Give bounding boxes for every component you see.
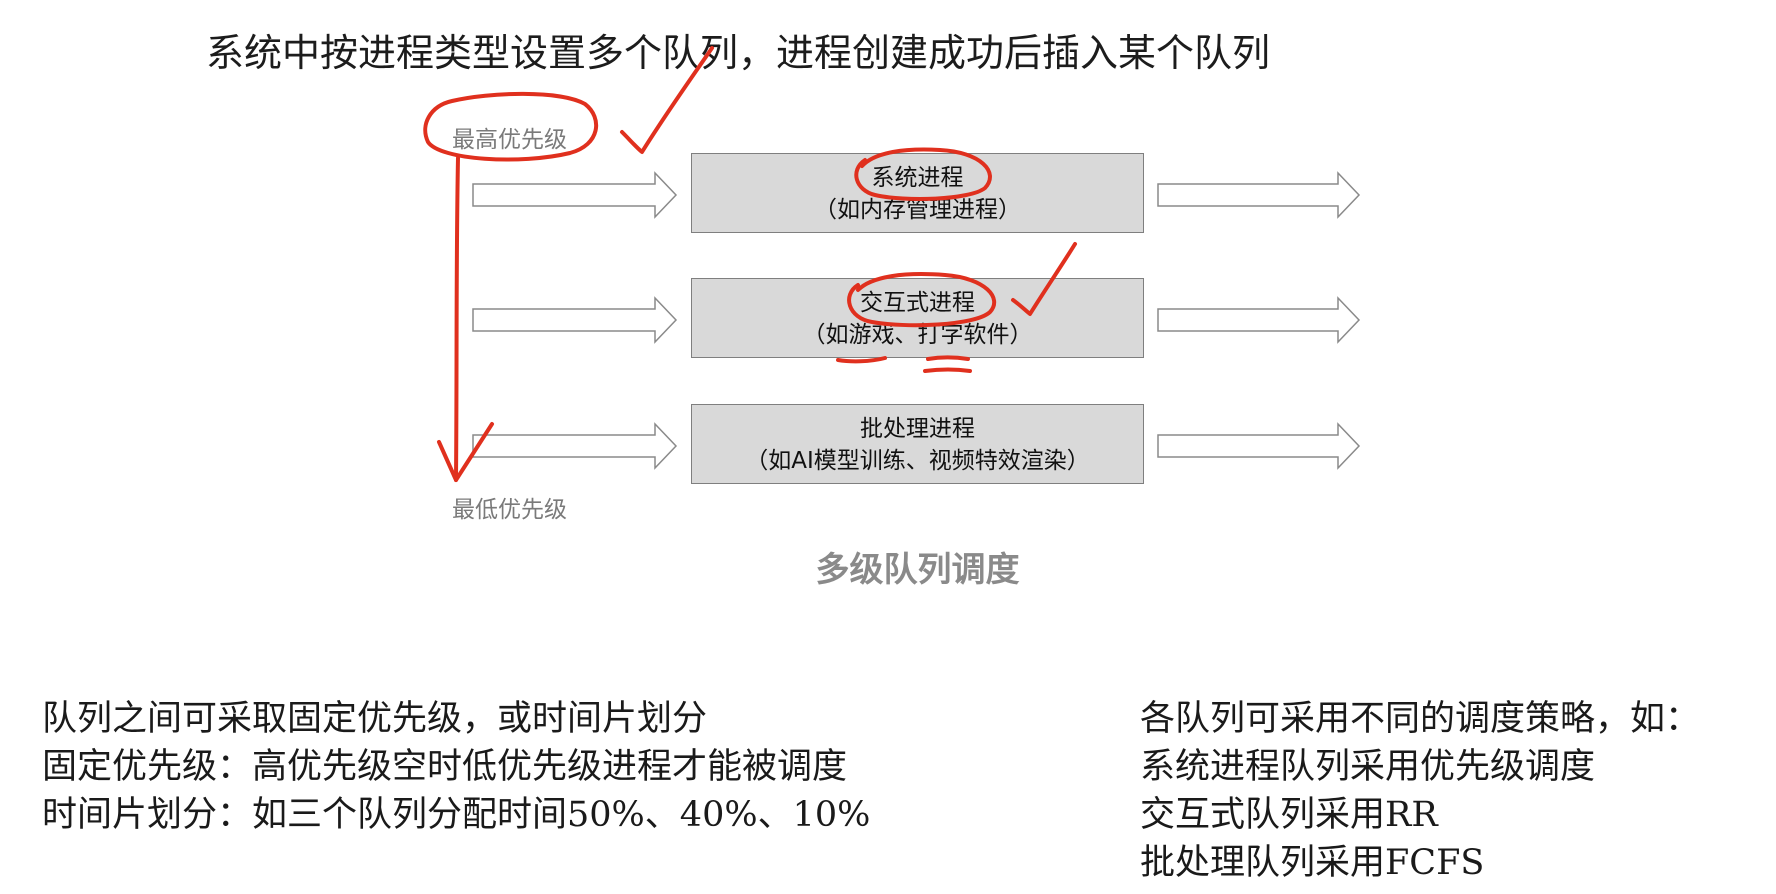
queue-example: （如游戏、打字软件） — [802, 322, 1033, 348]
slide-title: 系统中按进程类型设置多个队列，进程创建成功后插入某个队列 — [205, 31, 1270, 75]
queue-example: （如内存管理进程） — [814, 197, 1021, 223]
right-note-line: 各队列可采用不同的调度策略，如： — [1140, 699, 1701, 739]
queue-box-interactive: 交互式进程 （如游戏、打字软件） — [691, 278, 1144, 358]
left-note-line: 队列之间可采取固定优先级，或时间片划分 — [42, 699, 708, 739]
left-notes: 队列之间可采取固定优先级，或时间片划分 固定优先级：高优先级空时低优先级进程才能… — [42, 695, 870, 839]
queue-box-batch: 批处理进程 （如AI模型训练、视频特效渲染） — [691, 404, 1144, 484]
underline-games-annotation — [836, 356, 887, 364]
queue-box-system: 系统进程 （如内存管理进程） — [691, 153, 1144, 233]
input-arrow-system-icon — [472, 171, 678, 219]
input-arrow-interactive-icon — [472, 296, 678, 344]
right-note-line: 批处理队列采用FCFS — [1140, 843, 1485, 883]
queue-name: 系统进程 — [871, 165, 964, 191]
queue-name: 批处理进程 — [860, 416, 975, 442]
output-arrow-interactive-icon — [1157, 296, 1361, 344]
diagram-caption: 多级队列调度 — [815, 550, 1020, 590]
right-note-line: 交互式队列采用RR — [1140, 795, 1438, 835]
priority-down-arrowhead-icon — [437, 422, 494, 482]
right-note-line: 系统进程队列采用优先级调度 — [1140, 747, 1596, 787]
left-note-line: 固定优先级：高优先级空时低优先级进程才能被调度 — [42, 747, 848, 787]
input-arrow-batch-icon — [472, 422, 678, 470]
left-note-line: 时间片划分：如三个队列分配时间50%、40%、10% — [42, 795, 871, 835]
lowest-priority-label: 最低优先级 — [452, 497, 567, 523]
queue-name: 交互式进程 — [860, 290, 975, 316]
priority-down-arrow — [454, 156, 460, 482]
underline-typing-annotation-2 — [923, 367, 972, 373]
output-arrow-batch-icon — [1157, 422, 1361, 470]
highest-priority-label: 最高优先级 — [452, 127, 567, 153]
output-arrow-system-icon — [1157, 171, 1361, 219]
queue-example: （如AI模型训练、视频特效渲染） — [745, 448, 1090, 474]
right-notes: 各队列可采用不同的调度策略，如： 系统进程队列采用优先级调度 交互式队列采用RR… — [1140, 695, 1700, 887]
